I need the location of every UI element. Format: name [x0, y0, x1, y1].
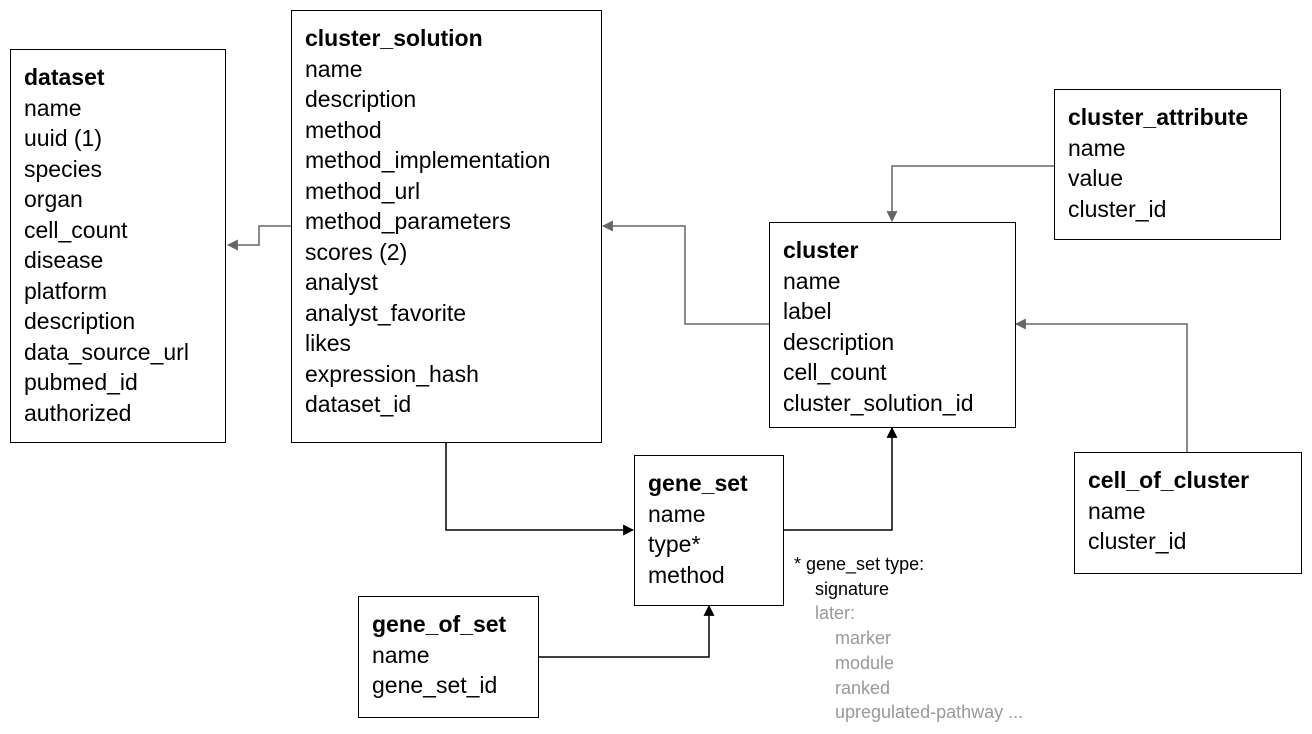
table-field: gene_set_id	[372, 672, 498, 698]
table-field: label	[783, 298, 832, 324]
table-field: pubmed_id	[24, 369, 138, 395]
table-title: dataset	[24, 64, 105, 90]
table-field: name	[372, 641, 430, 668]
table-field: cell_count	[24, 216, 128, 243]
table-field: description	[305, 86, 417, 112]
field-list: name type* method	[648, 499, 783, 591]
table-field: analyst_favorite	[305, 299, 467, 326]
table-field: description	[24, 308, 136, 334]
connector-gene-set-cluster	[775, 426, 898, 536]
table-cluster-attribute: cluster_attribute name value cluster_id	[1054, 89, 1281, 240]
connector-cluster-attribute-to-cluster	[886, 165, 1055, 223]
table-title: cluster_attribute	[1068, 104, 1249, 130]
table-field: analyst	[305, 269, 378, 295]
table-field: likes	[305, 330, 352, 356]
table-field: name	[24, 94, 82, 121]
table-field: scores (2)	[305, 238, 408, 265]
table-field: disease	[24, 247, 104, 273]
table-field: name	[1088, 497, 1146, 524]
table-field: uuid (1)	[24, 125, 102, 151]
table-title: gene_of_set	[372, 611, 507, 637]
table-field: method_parameters	[305, 208, 511, 234]
table-field: name	[305, 55, 363, 82]
table-field: data_source_url	[24, 338, 189, 365]
connector-gene-of-set-to-gene-set	[539, 604, 715, 658]
table-dataset: dataset name uuid (1) species organ cell_cou…	[10, 49, 226, 443]
table-cluster-solution: cluster_solution name description method me…	[291, 10, 602, 443]
note-heading: * gene_set type:	[794, 554, 925, 574]
connector-cell-of-cluster-to-cluster	[1014, 318, 1188, 453]
table-field: method_url	[305, 177, 421, 204]
note-current-type: signature	[815, 578, 890, 599]
table-field: cluster_solution_id	[783, 389, 974, 416]
note-later-item: upregulated-pathway ...	[835, 702, 1024, 723]
note-later-item: ranked	[835, 677, 891, 698]
connector-gene-set-cluster-solution	[440, 434, 635, 536]
table-field: platform	[24, 277, 108, 304]
table-field: cluster_id	[1068, 195, 1167, 222]
table-title: cluster_solution	[305, 25, 483, 51]
table-field: dataset_id	[305, 391, 412, 417]
note-later-label: later:	[815, 603, 856, 624]
field-list: name cluster_id	[1088, 496, 1301, 557]
field-list: name description method method_implementati…	[305, 54, 601, 420]
note-later-list: marker module ranked upregulated-pathway ..…	[794, 626, 1023, 725]
table-field: description	[783, 328, 895, 355]
table-field: species	[24, 155, 102, 182]
field-list: name gene_set_id	[372, 640, 538, 701]
table-field: organ	[24, 186, 83, 212]
table-cell-of-cluster: cell_of_cluster name cluster_id	[1074, 452, 1302, 574]
table-field: value	[1068, 165, 1123, 191]
table-field: method	[305, 116, 382, 143]
table-gene-set: gene_set name type* method	[634, 455, 784, 606]
table-field: cell_count	[783, 359, 887, 385]
table-field: name	[783, 267, 841, 294]
connector-cluster-to-cluster-solution	[601, 220, 769, 325]
table-field: method	[648, 561, 725, 588]
table-field: name	[1068, 134, 1126, 161]
table-gene-of-set: gene_of_set name gene_set_id	[358, 596, 539, 718]
table-field: method_implementation	[305, 147, 551, 173]
note-later-item: marker	[835, 628, 892, 649]
table-field: authorized	[24, 399, 132, 426]
gene-set-type-note: * gene_set type: signature later: marker…	[794, 552, 1023, 725]
field-list: name label description cell_count cluster_so…	[783, 266, 1015, 419]
note-later-item: module	[835, 652, 895, 673]
table-field: name	[648, 500, 706, 527]
table-field: type*	[648, 531, 701, 557]
connector-cluster-solution-to-dataset	[226, 225, 291, 251]
field-list: name value cluster_id	[1068, 133, 1280, 225]
table-field: cluster_id	[1088, 528, 1187, 554]
table-field: expression_hash	[305, 360, 479, 387]
table-title: cluster	[783, 237, 859, 263]
table-title: cell_of_cluster	[1088, 467, 1250, 493]
table-title: gene_set	[648, 470, 748, 496]
